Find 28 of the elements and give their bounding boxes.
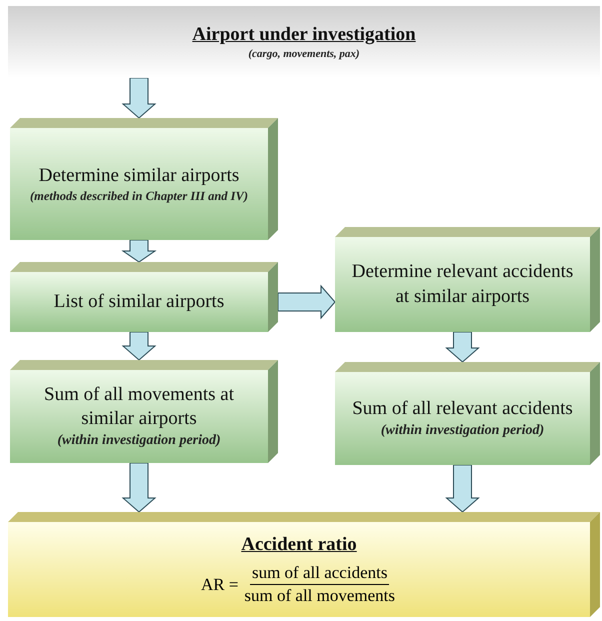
box-note: (within investigation period): [57, 432, 221, 450]
box-text: Determine similar airports: [38, 164, 240, 188]
process-box: [10, 360, 278, 463]
formula-numerator: sum of all accidents: [250, 563, 390, 586]
process-box: [335, 362, 600, 465]
box-title: Accident ratio: [241, 532, 357, 557]
formula-denominator: sum of all movements: [243, 585, 396, 606]
box-text: Determine relevant accidents at similar airports: [350, 260, 574, 308]
block-arrow: [278, 284, 336, 320]
formula-term: AR =: [200, 574, 238, 595]
process-box: [335, 227, 600, 332]
box-title: Airport under investigation: [192, 22, 416, 46]
block-arrow: [122, 332, 156, 361]
box-text: List of similar airports: [54, 290, 224, 314]
box-text: Sum of all movements at similar airports: [43, 382, 235, 432]
block-arrow: [122, 78, 156, 119]
process-box: [8, 6, 600, 78]
box-note: (cargo, movements, pax): [248, 47, 360, 62]
process-box: [8, 512, 600, 617]
block-arrow: [445, 332, 480, 363]
box-note: (methods described in Chapter III and IV): [30, 188, 248, 204]
box-text: Sum of all relevant accidents: [352, 397, 573, 422]
process-box: [10, 118, 278, 240]
block-arrow: [121, 240, 157, 263]
block-arrow: [445, 464, 480, 513]
block-arrow: [122, 462, 156, 513]
box-note: (within investigation period): [380, 422, 544, 440]
process-box: [10, 262, 278, 332]
